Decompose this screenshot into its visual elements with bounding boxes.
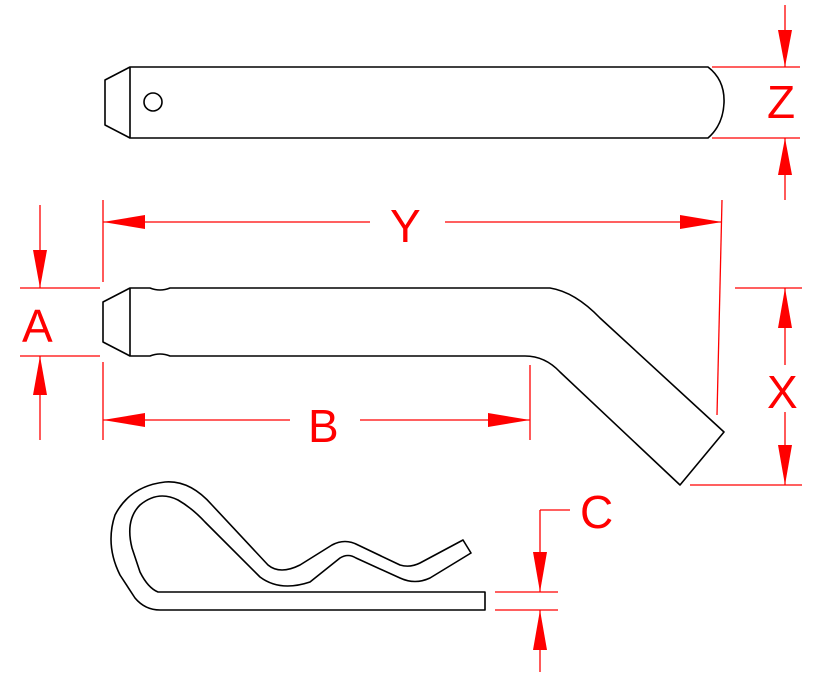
label-y: Y xyxy=(390,200,421,252)
pin-hole xyxy=(143,92,163,112)
label-x: X xyxy=(767,366,798,418)
label-c: C xyxy=(580,486,613,538)
dimension-b: B xyxy=(102,362,531,452)
label-a: A xyxy=(22,300,53,352)
label-z: Z xyxy=(767,76,795,128)
dimension-c: C xyxy=(495,486,613,672)
pin-top-view xyxy=(104,66,725,139)
dimension-y: Y xyxy=(102,199,723,416)
dimension-x: X xyxy=(690,287,802,486)
label-b: B xyxy=(308,400,339,452)
dimension-z: Z xyxy=(712,5,800,200)
dimension-a: A xyxy=(20,205,100,440)
pin-side-view xyxy=(102,287,725,486)
r-clip xyxy=(110,481,486,611)
